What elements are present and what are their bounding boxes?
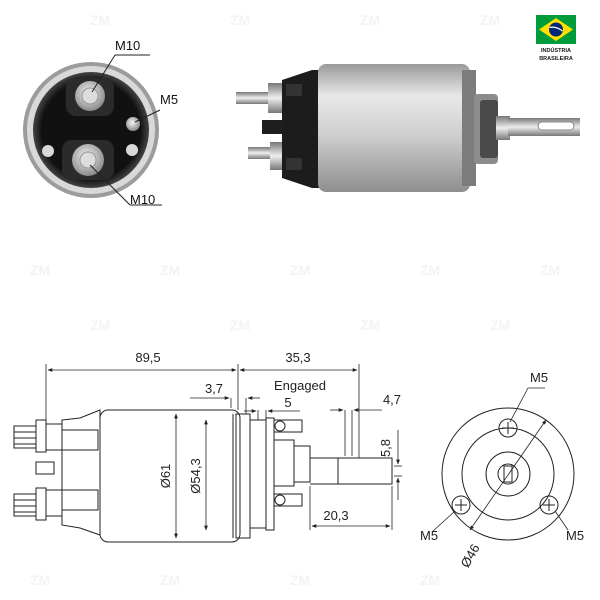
svg-text:ZM: ZM xyxy=(230,317,250,333)
svg-text:ZM: ZM xyxy=(30,572,50,588)
svg-text:ZM: ZM xyxy=(160,262,180,278)
dim-inner-diameter: Ø54,3 xyxy=(188,458,203,493)
badge-line-2: BRASILEIRA xyxy=(539,56,573,62)
dim-slot-height: 4,7 xyxy=(383,392,401,407)
dim-body-diameter: Ø61 xyxy=(158,464,173,489)
svg-text:ZM: ZM xyxy=(30,262,50,278)
dim-screw-top: M5 xyxy=(530,370,548,385)
dim-tab-length: 20,3 xyxy=(323,508,348,523)
dim-flange-width: 5 xyxy=(284,395,291,410)
svg-text:ZM: ZM xyxy=(290,262,310,278)
side-drawing-labels: 89,5 35,3 Engaged 3,7 5 4,7 5,8 20,3 Ø61… xyxy=(135,350,401,523)
callout-m10-bottom: M10 xyxy=(130,192,155,207)
badge-line-1: INDÚSTRIA xyxy=(541,47,571,54)
dim-plunger-travel: 35,3 xyxy=(285,350,310,365)
brazil-badge: INDÚSTRIA BRASILEIRA xyxy=(536,15,576,62)
svg-text:ZM: ZM xyxy=(230,12,250,28)
small-terminal-stud xyxy=(42,117,140,157)
end-view-callouts: M10 M5 M10 xyxy=(89,38,178,207)
dim-bolt-circle: Ø46 xyxy=(457,541,482,570)
callout-m10-top: M10 xyxy=(115,38,140,53)
end-view-photo xyxy=(23,62,159,198)
svg-text:ZM: ZM xyxy=(490,317,510,333)
watermark-layer: ZM ZM ZM ZM ZM ZM ZM ZM ZM ZM ZM ZM ZM Z… xyxy=(30,12,560,588)
side-view-photo xyxy=(236,64,580,192)
side-drawing-dimensions xyxy=(45,364,402,539)
svg-text:ZM: ZM xyxy=(420,572,440,588)
bottom-terminal-stud xyxy=(62,140,114,180)
dim-screw-right: M5 xyxy=(566,528,584,543)
callout-m5: M5 xyxy=(160,92,178,107)
brazil-flag-icon xyxy=(536,15,576,44)
svg-text:ZM: ZM xyxy=(360,317,380,333)
svg-text:ZM: ZM xyxy=(360,12,380,28)
svg-text:ZM: ZM xyxy=(160,572,180,588)
front-technical-drawing xyxy=(441,407,575,541)
dim-engaged-label: Engaged xyxy=(274,378,326,393)
svg-text:ZM: ZM xyxy=(90,12,110,28)
dim-flange-offset: 3,7 xyxy=(205,381,223,396)
top-terminal-stud xyxy=(66,78,114,116)
svg-text:ZM: ZM xyxy=(90,317,110,333)
dim-tab-width: 5,8 xyxy=(378,439,393,457)
svg-text:ZM: ZM xyxy=(290,572,310,588)
side-technical-drawing xyxy=(13,409,393,543)
front-drawing-leaders xyxy=(431,387,569,533)
svg-text:ZM: ZM xyxy=(540,262,560,278)
svg-text:ZM: ZM xyxy=(420,262,440,278)
dim-overall-length: 89,5 xyxy=(135,350,160,365)
svg-text:ZM: ZM xyxy=(480,12,500,28)
dim-screw-left: M5 xyxy=(420,528,438,543)
